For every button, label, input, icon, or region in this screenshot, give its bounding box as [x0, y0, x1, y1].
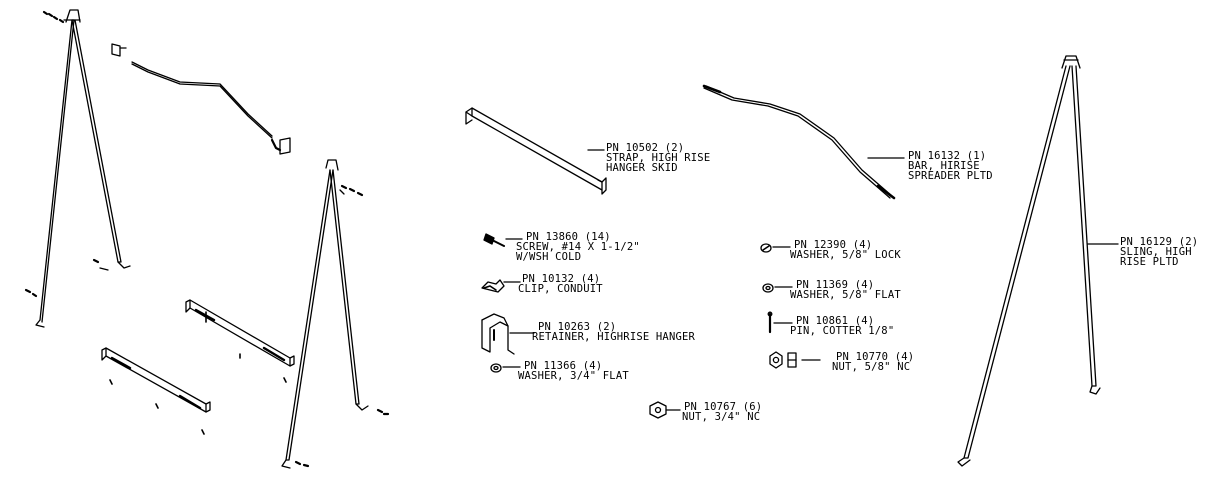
bar-drawing	[702, 84, 905, 200]
strap-pn: PN 10502 (2)	[606, 142, 685, 154]
washer-lock-desc-line1: WASHER, 5/8" LOCK	[790, 249, 901, 261]
bar-desc-line2: SPREADER PLTD	[908, 170, 993, 182]
flat-washer-small-icon	[762, 283, 793, 293]
nut-34-pn: PN 10767 (6)	[684, 401, 763, 413]
clip-icon	[481, 279, 521, 293]
cotter-pin-icon	[767, 311, 793, 334]
pin-pn: PN 10861 (4)	[796, 315, 875, 327]
strap-desc-line1: STRAP, HIGH RISE	[606, 152, 711, 164]
sling-drawing	[957, 55, 1119, 467]
strap-desc-line2: HANGER SKID	[606, 162, 678, 174]
screw-desc-line2: W/WSH COLD	[516, 251, 582, 263]
assembly-right-hardware	[294, 184, 390, 468]
assembly-strap-lower-drawing	[101, 347, 211, 435]
strap-drawing	[465, 107, 607, 195]
washer-flat-34-desc-line1: WASHER, 3/4" FLAT	[518, 370, 629, 382]
retainer-desc-line1: RETAINER, HIGHRISE HANGER	[532, 331, 696, 343]
assembly-top-hardware	[24, 10, 100, 298]
retainer-pn: PN 10263 (2)	[538, 321, 617, 333]
screw-pn: PN 13860 (14)	[526, 231, 611, 243]
nut-34-desc-line1: NUT, 3/4" NC	[682, 411, 761, 423]
sling-desc-line2: RISE PLTD	[1120, 256, 1179, 268]
assembly-strap-upper-drawing	[185, 299, 295, 383]
nut-icon	[649, 401, 681, 419]
hex-nut-icon	[769, 351, 821, 369]
assembly-sling-right-drawing	[281, 159, 369, 469]
sling-desc-line1: SLING, HIGH	[1120, 246, 1192, 258]
pin-desc-line1: PIN, COTTER 1/8"	[790, 325, 895, 337]
sling-pn: PN 16129 (2)	[1120, 236, 1199, 248]
bar-desc-line1: BAR, HIRISE	[908, 160, 980, 172]
washer-flat-58-desc-line1: WASHER, 5/8" FLAT	[790, 289, 901, 301]
clip-pn: PN 10132 (4)	[522, 273, 601, 285]
lock-washer-icon	[760, 243, 791, 253]
screw-icon	[483, 233, 523, 247]
clip-desc-line1: CLIP, CONDUIT	[518, 283, 603, 295]
flat-washer-icon	[490, 363, 521, 373]
retainer-icon	[481, 313, 535, 355]
assembly-spreader-bar-drawing	[111, 43, 291, 155]
washer-lock-pn: PN 12390 (4)	[794, 239, 873, 251]
screw-desc-line1: SCREW, #14 X 1-1/2"	[516, 241, 640, 253]
nut-58-pn: PN 10770 (4)	[836, 351, 915, 363]
washer-flat-34-pn: PN 11366 (4)	[524, 360, 603, 372]
bar-pn: PN 16132 (1)	[908, 150, 987, 162]
exploded-assembly	[24, 9, 390, 469]
washer-flat-58-pn: PN 11369 (4)	[796, 279, 875, 291]
assembly-sling-left-drawing	[35, 9, 131, 328]
nut-58-desc-line1: NUT, 5/8" NC	[832, 361, 911, 373]
